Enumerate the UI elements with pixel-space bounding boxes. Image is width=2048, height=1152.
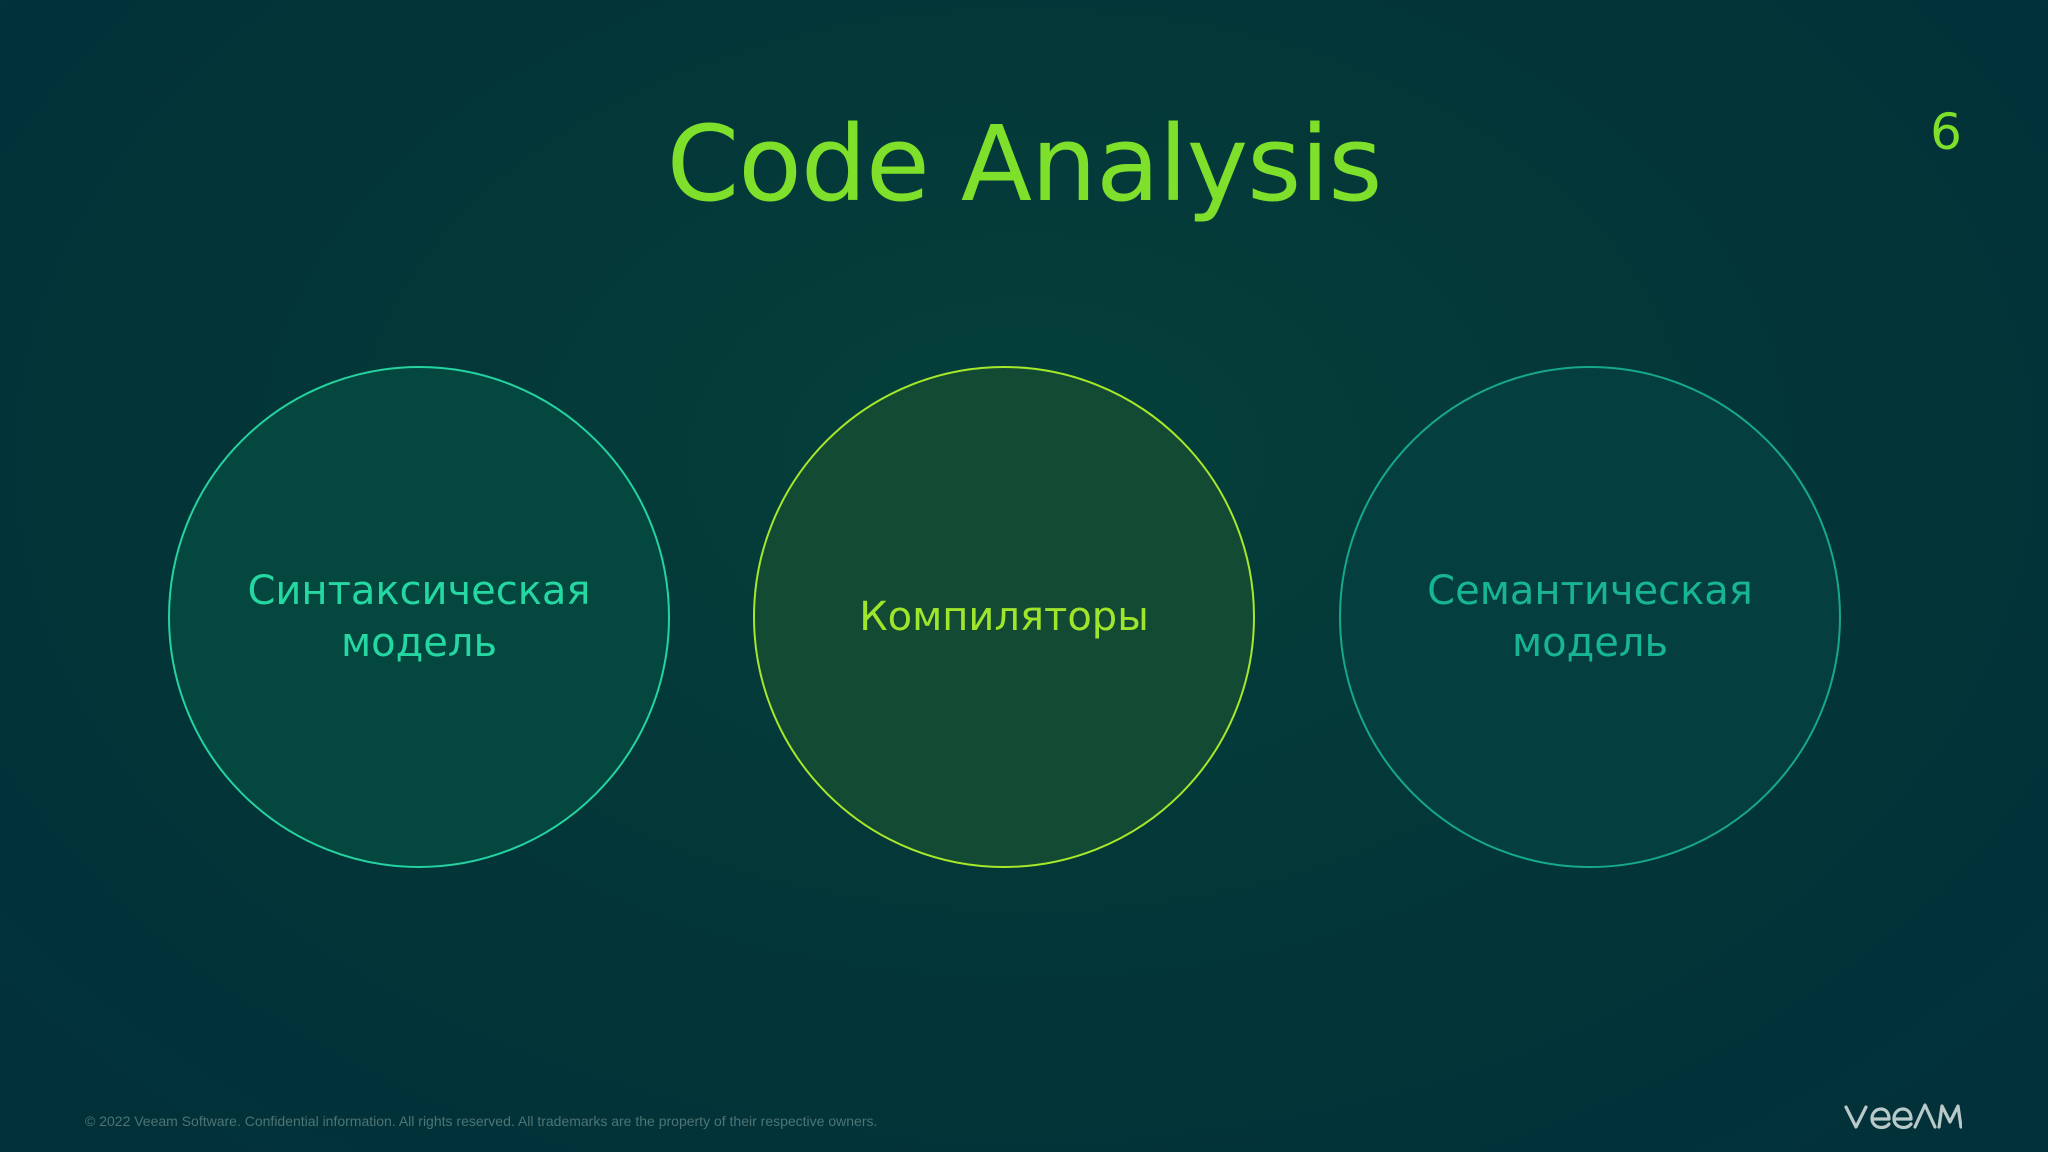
footer-copyright: © 2022 Veeam Software. Confidential info…	[85, 1113, 878, 1129]
page-number: 6	[1930, 103, 1962, 161]
circle-label-compilers: Компиляторы	[859, 594, 1149, 640]
circle-compilers: Компиляторы	[753, 366, 1255, 868]
circle-semantic-model: Семантическая модель	[1339, 366, 1841, 868]
veeam-logo	[1844, 1103, 1962, 1130]
circle-syntax-model: Синтаксическая модель	[168, 366, 670, 868]
circle-label-syntax-model: Синтаксическая модель	[247, 568, 591, 666]
circle-label-semantic-model: Семантическая модель	[1427, 568, 1753, 666]
slide-title: Code Analysis	[666, 103, 1383, 225]
